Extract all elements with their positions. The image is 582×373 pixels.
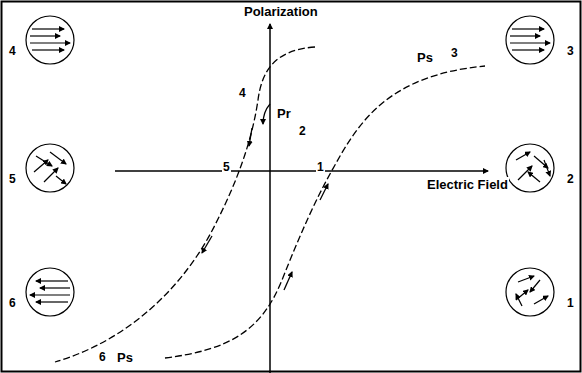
axis-title: Electric Field (426, 177, 509, 192)
direction-arrow (249, 128, 252, 146)
polarization-axis (269, 24, 271, 373)
callout-number: 3 (450, 46, 459, 61)
axis-title: Polarization (243, 4, 319, 19)
callout-number: 5 (222, 160, 231, 175)
callout-number: 5 (8, 172, 17, 187)
callout-number: 4 (238, 86, 247, 101)
saturation-label: Ps (416, 50, 434, 65)
saturation-label: Ps (116, 350, 134, 365)
callout-number: 3 (566, 44, 575, 59)
direction-arrow (284, 272, 292, 290)
callout-number: 2 (298, 124, 307, 139)
direction-arrow (263, 104, 270, 124)
field-axis (115, 170, 488, 172)
dipole-arrows (30, 29, 550, 306)
descending-branch (55, 47, 315, 362)
remanence-label: Pr (276, 106, 292, 121)
callout-number: 6 (98, 350, 107, 365)
ascending-branch (165, 66, 485, 358)
callout-number: 1 (566, 296, 575, 311)
direction-arrow (320, 184, 328, 200)
callout-number: 1 (316, 160, 325, 175)
callout-number: 2 (566, 172, 575, 187)
domain-circles (26, 16, 554, 316)
callout-number: 4 (8, 44, 17, 59)
direction-arrow (202, 236, 212, 253)
callout-number: 6 (8, 296, 17, 311)
